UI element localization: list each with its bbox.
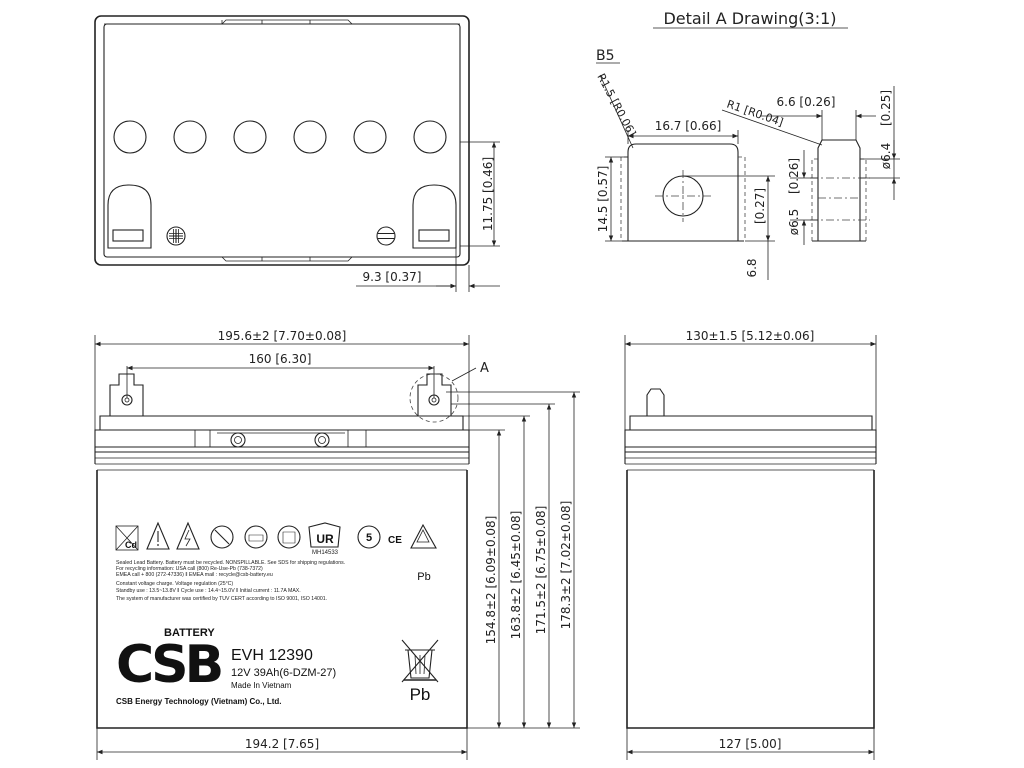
top-view: 11.75 [0.46] 9.3 [0.37]: [94, 15, 500, 292]
dim-width-top: 195.6±2 [7.70±0.08]: [218, 329, 347, 343]
dim-0-27: [0.27]: [753, 188, 767, 224]
dim-side-width-bottom: 127 [5.00]: [719, 737, 782, 751]
eye-protection-icon: [244, 525, 268, 549]
detail-a: Detail A Drawing(3:1) B5 R1.5 [R0.06] 16…: [594, 9, 900, 280]
front-view: 195.6±2 [7.70±0.08] 160 [6.30] A: [94, 329, 580, 760]
dim-width-bottom: 194.2 [7.65]: [245, 737, 319, 751]
pb-text-2: Pb: [410, 685, 431, 704]
vent-caps: [113, 120, 447, 154]
recycle-5-icon: 5: [357, 525, 381, 549]
cadmium-crossed-bin-icon: Cd: [115, 525, 139, 551]
battery-word: BATTERY: [164, 627, 215, 639]
company-name: CSB Energy Technology (Vietnam) Co., Ltd…: [116, 697, 282, 706]
label-line-1: Sealed Lead Battery. Battery must be rec…: [116, 560, 345, 566]
dim-h-178-3: 178.3±2 [7.02±0.08]: [559, 501, 573, 630]
read-manual-icon: [277, 525, 301, 549]
model-name: EVH 12390: [231, 647, 313, 664]
dim-9-3: 9.3 [0.37]: [363, 270, 422, 284]
ul-number: MH14533: [312, 550, 339, 556]
minus-icon: [376, 226, 396, 246]
dim-6-6: 6.6 [0.26]: [777, 95, 836, 109]
plus-icon: [166, 226, 186, 246]
made-in: Made In Vietnam: [231, 681, 292, 690]
no-fire-icon: [210, 525, 234, 549]
detail-ref-a: A: [480, 361, 489, 376]
dim-phi-6-5: ø6.5: [787, 209, 801, 235]
cd-text: Cd: [125, 540, 137, 550]
svg-text:UR: UR: [316, 532, 334, 546]
csb-brand: CSB: [116, 635, 221, 695]
label-line-6: The system of manufacturer was certified…: [116, 596, 327, 602]
dim-r1-5: R1.5 [R0.06]: [594, 71, 638, 138]
detail-title: Detail A Drawing(3:1): [663, 9, 836, 28]
dim-phi-6-4: ø6.4: [879, 143, 893, 169]
warning-icons: Cd: [115, 521, 437, 583]
pb-text-1: Pb: [417, 571, 430, 583]
dim-side-width-top: 130±1.5 [5.12±0.06]: [686, 329, 815, 343]
recycle-pb-icon: Pb: [410, 523, 437, 583]
side-view: 130±1.5 [5.12±0.06] 127 [5.00]: [624, 329, 877, 760]
battery-spec: 12V 39Ah(6-DZM-27): [231, 667, 336, 679]
label-line-4: Constant voltage charge. Voltage regulat…: [116, 581, 233, 587]
b5-label: B5: [596, 48, 615, 64]
dim-h-171-5: 171.5±2 [6.75±0.08]: [534, 506, 548, 635]
dim-6-8: 6.8: [745, 258, 759, 277]
ul-mark-icon: UR MH14533: [308, 522, 341, 556]
dim-0-25: [0.25]: [879, 90, 893, 126]
dim-14-5: 14.5 [0.57]: [596, 166, 610, 233]
dim-terminal-spacing: 160 [6.30]: [249, 352, 312, 366]
dim-16-7: 16.7 [0.66]: [655, 119, 722, 133]
dim-h-163-8: 163.8±2 [6.45±0.08]: [509, 511, 523, 640]
csb-logo: BATTERY CSB: [116, 627, 225, 695]
terminal-right: [412, 184, 457, 249]
warning-triangle-icon: [146, 521, 170, 550]
svg-text:5: 5: [366, 532, 372, 544]
high-voltage-icon: [176, 521, 200, 550]
dim-0-26: [0.26]: [787, 158, 801, 194]
dim-11-75: 11.75 [0.46]: [481, 157, 495, 231]
terminal-left: [107, 184, 152, 249]
dim-h-154-8: 154.8±2 [6.09±0.08]: [484, 516, 498, 645]
ce-mark: CE: [388, 535, 402, 546]
label-line-5: Standby use : 13.5~13.8V ǁ Cycle use : 1…: [116, 588, 301, 594]
label-line-2: For recycling information: USA call (800…: [116, 566, 263, 572]
label-line-3: EMEA call + 800 (272-47336) ǁ EMEA mail …: [116, 572, 273, 578]
crossed-bin-icon: Pb: [401, 639, 439, 704]
